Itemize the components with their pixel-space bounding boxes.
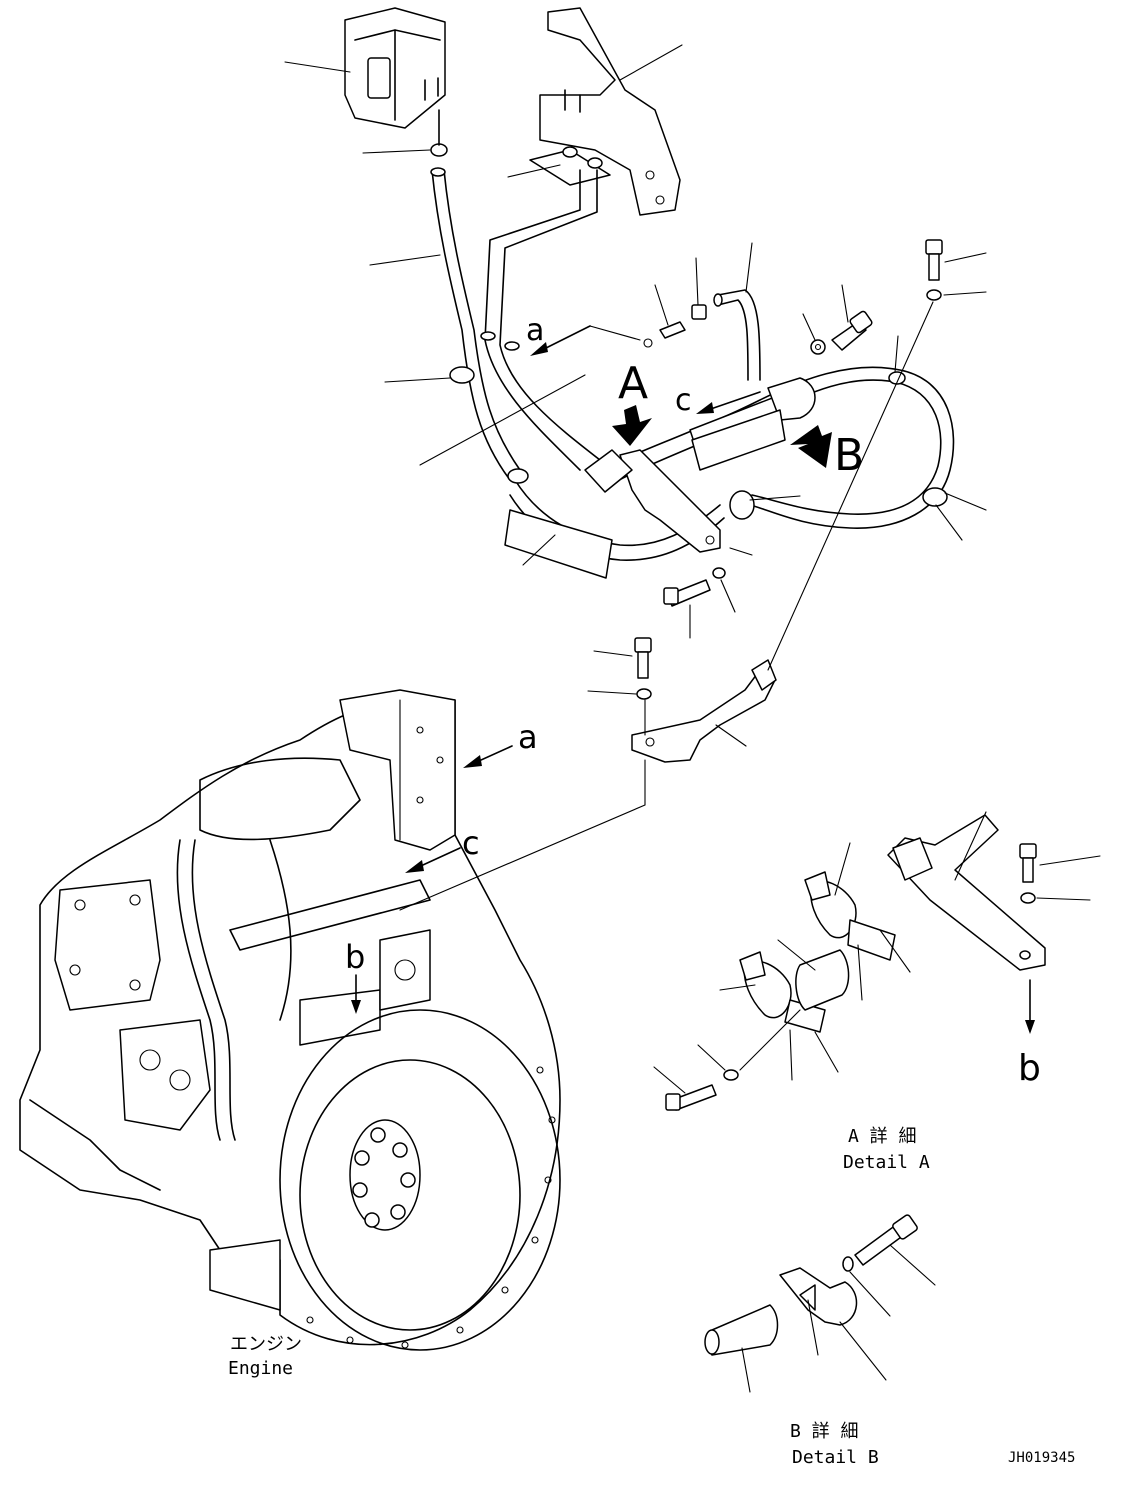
engine-view-arrow-a bbox=[463, 745, 513, 768]
leader-line bbox=[589, 325, 641, 341]
view-arrow-A bbox=[612, 405, 652, 446]
leader-line bbox=[619, 44, 683, 81]
leader-line bbox=[943, 291, 987, 296]
drawing-number: JH019345 bbox=[1008, 1450, 1075, 1466]
leader-line bbox=[593, 650, 633, 657]
view-arrow-B bbox=[790, 425, 832, 468]
leader-line bbox=[362, 149, 431, 154]
washer bbox=[636, 688, 652, 700]
leader-line bbox=[654, 284, 669, 326]
detail-a-label-b: b bbox=[1018, 1048, 1041, 1089]
engine-view-arrow-b bbox=[351, 974, 361, 1014]
leader-line bbox=[507, 164, 561, 178]
bolt bbox=[925, 239, 943, 281]
detail-b-parts bbox=[704, 1214, 918, 1356]
hose-bracket bbox=[584, 449, 721, 553]
protective-sleeve bbox=[691, 409, 786, 471]
view-arrow-a bbox=[530, 325, 591, 356]
detail-b-leaders bbox=[741, 1244, 936, 1393]
engine-label-jp: エンジン bbox=[230, 1334, 302, 1355]
leader-line bbox=[802, 313, 816, 341]
view-label-c: c bbox=[675, 383, 692, 418]
detail-a-parts bbox=[665, 814, 1046, 1111]
leader-line bbox=[284, 61, 351, 73]
view-label-A: A bbox=[618, 358, 648, 409]
leader-line bbox=[720, 579, 736, 613]
hose-clamp bbox=[449, 366, 475, 384]
view-arrow-c bbox=[696, 391, 761, 414]
engine-assembly bbox=[19, 689, 561, 1351]
leader-line bbox=[841, 284, 849, 323]
washer bbox=[926, 289, 942, 301]
bolt bbox=[831, 310, 873, 351]
leader-line bbox=[729, 547, 753, 556]
view-label-B: B bbox=[834, 430, 864, 481]
leader-line bbox=[944, 252, 987, 263]
leader-line bbox=[715, 724, 747, 747]
reservoir-tank bbox=[344, 7, 446, 129]
detail-a-title-jp: A 詳 細 bbox=[848, 1126, 917, 1147]
leader-line bbox=[695, 257, 699, 306]
leader-line bbox=[749, 495, 801, 501]
engine-view-arrow-c bbox=[405, 847, 461, 873]
mounting-bracket bbox=[539, 7, 681, 216]
leader-line bbox=[745, 242, 753, 293]
leader-line bbox=[894, 335, 899, 373]
detail-a-leaders bbox=[653, 811, 1101, 1094]
washer bbox=[712, 567, 726, 579]
leader-line bbox=[399, 804, 646, 911]
leader-line bbox=[587, 690, 637, 695]
clamp-pair bbox=[529, 146, 611, 186]
leader-line bbox=[419, 374, 586, 466]
leader-line bbox=[767, 301, 934, 671]
engine-view-label-a: a bbox=[518, 718, 538, 756]
protective-sleeve bbox=[504, 509, 613, 579]
washer bbox=[810, 339, 826, 355]
hose-clamp bbox=[430, 109, 448, 157]
short-hose bbox=[713, 289, 761, 381]
leader-line bbox=[369, 254, 441, 266]
fitting bbox=[659, 304, 707, 339]
engine-view-label-c: c bbox=[462, 824, 480, 862]
engine-view-label-b: b bbox=[345, 938, 365, 976]
bolt bbox=[663, 579, 711, 607]
breather-hoses bbox=[430, 167, 601, 481]
leader-line bbox=[384, 377, 451, 383]
detail-b-title-en: Detail B bbox=[792, 1447, 879, 1468]
detail-b-title-jp: B 詳 細 bbox=[790, 1421, 859, 1442]
o-ring bbox=[643, 338, 653, 348]
bolt bbox=[634, 637, 652, 679]
leader-line bbox=[935, 504, 963, 541]
support-bracket bbox=[631, 659, 777, 763]
detail-a-title-en: Detail A bbox=[843, 1152, 930, 1173]
detail-a-arrow-b bbox=[1025, 979, 1035, 1034]
leader-line bbox=[944, 492, 987, 511]
view-label-a: a bbox=[526, 313, 544, 348]
leader-line bbox=[522, 534, 556, 566]
engine-label-en: Engine bbox=[228, 1358, 293, 1379]
